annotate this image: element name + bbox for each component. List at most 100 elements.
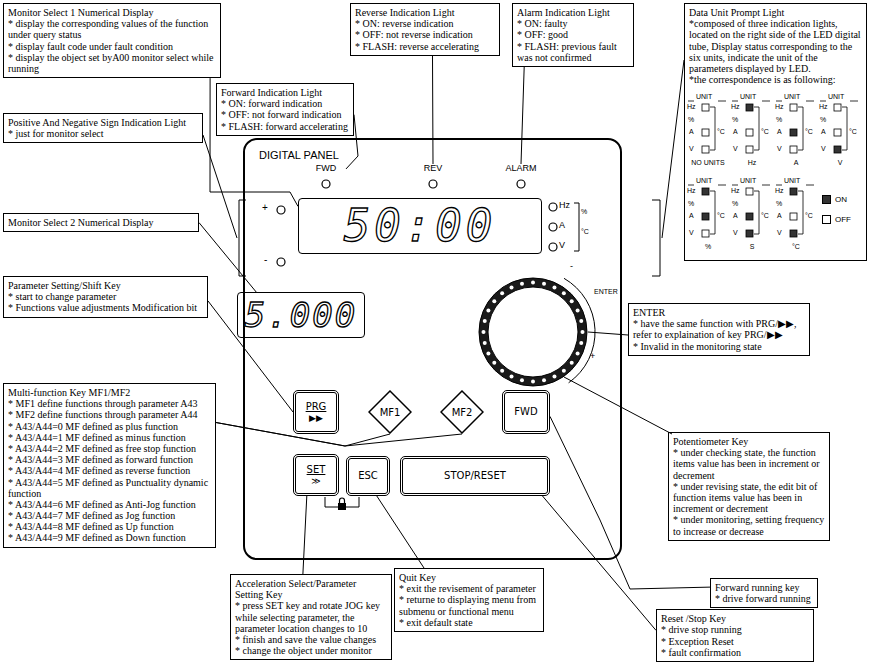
- callout-note: * returne to displaying menu from submen…: [399, 594, 539, 616]
- unit-diagram: [688, 185, 726, 237]
- potentiometer-ring: [479, 278, 587, 386]
- unit-bracket: [574, 203, 579, 251]
- unit-bracket: [776, 185, 814, 234]
- unit-square: [702, 129, 709, 136]
- unit-label: °C: [761, 212, 769, 219]
- lock-shackle: [340, 498, 345, 503]
- unit-label: °C: [717, 128, 725, 135]
- unit-square: [834, 146, 841, 153]
- callout-box: Potentiometer Key* under checking state,…: [668, 432, 830, 541]
- unit-label: °C: [761, 128, 769, 135]
- callout-note: * A43/A44=7 MF defined as Jog function: [8, 510, 211, 521]
- panel-text: 5.000: [245, 298, 357, 332]
- unit-square: [790, 129, 797, 136]
- callout-title: Parameter Setting/Shift Key: [8, 280, 203, 291]
- panel-key: SET≫: [293, 454, 339, 496]
- indicator-lamp: [322, 180, 330, 188]
- leader-line: [564, 377, 672, 434]
- unit-label: UNIT: [740, 177, 756, 184]
- leader-line: [377, 496, 424, 568]
- legend-swatch: [822, 215, 831, 224]
- bracket: [652, 200, 660, 276]
- callout-note: * A43/A44=0 MF defined as plus function: [8, 421, 211, 432]
- unit-square: [746, 230, 753, 237]
- knurl-dot: [492, 299, 496, 303]
- panel-label: -: [264, 255, 267, 265]
- unit-caption: V: [818, 159, 862, 166]
- panel-key: ESC: [346, 456, 390, 496]
- panel-text: ESC: [358, 470, 378, 482]
- callout-note: * drive stop running: [661, 624, 809, 635]
- unit-bracket: [688, 185, 726, 234]
- panel-text: MF2: [452, 407, 473, 418]
- unit-bracket: [688, 101, 726, 150]
- led-display: 5.000: [237, 292, 365, 338]
- panel-label: °C: [581, 228, 589, 235]
- indicator-lamp: [429, 180, 437, 188]
- callout-note: * Invalid in the monitoring state: [633, 341, 805, 352]
- panel-label: A: [559, 221, 565, 230]
- lock-icon: [338, 503, 346, 510]
- unit-label: °C: [849, 128, 857, 135]
- callout-title: Data Unit Prompt Light: [689, 7, 862, 18]
- knurl-dot: [570, 361, 574, 365]
- unit-label: UNIT: [696, 93, 712, 100]
- knurl-dot: [542, 378, 546, 382]
- unit-label: °C: [805, 212, 813, 219]
- unit-caption: Hz: [730, 159, 774, 166]
- panel-text: MF1: [380, 407, 401, 418]
- knurl-dot: [579, 319, 583, 323]
- unit-bracket: [732, 185, 770, 234]
- indicator-lamp: [517, 180, 525, 188]
- unit-caption: °C: [774, 243, 818, 250]
- unit-caption: A: [774, 159, 818, 166]
- callout-note: * Functions value adjustments Modificati…: [8, 302, 203, 313]
- unit-label: Hz: [687, 187, 696, 194]
- callout-note: * under revising state, the edit bit of …: [673, 481, 825, 515]
- unit-caption: S: [730, 243, 774, 250]
- unit-square: [790, 213, 797, 220]
- knurl-dot: [483, 319, 487, 323]
- unit-square: [702, 104, 709, 111]
- callout-note: * A43/A44=4 MF defined as reverse functi…: [8, 465, 211, 476]
- callout-box: Forward running key* drive forward runni…: [710, 578, 818, 608]
- leader-line: [662, 60, 684, 238]
- callout-note: * FLASH: reverse accelerating: [355, 41, 495, 52]
- panel-label: -: [570, 262, 573, 271]
- callout-box: Quit Key* exit the revisement of paramet…: [394, 568, 544, 632]
- callout-note: * have the same function with PRG/▶▶, re…: [633, 318, 805, 340]
- legend-row: ON: [822, 195, 847, 204]
- unit-bracket: [820, 101, 858, 150]
- sign-lamp: [277, 206, 285, 214]
- panel-text: DIGITAL PANEL: [259, 149, 620, 161]
- unit-diagram: [776, 185, 814, 237]
- knurl-dot: [510, 375, 514, 379]
- leader-line: [543, 496, 657, 630]
- callout-note: * display the corresponding values of th…: [8, 18, 216, 40]
- unit-label: V: [689, 145, 694, 152]
- callout-note: * FLASH: forward accelerating: [221, 121, 349, 132]
- knurl-dot: [520, 282, 524, 286]
- callout-note: * A43/A44=8 MF defined as Up function: [8, 521, 211, 532]
- panel-text: ≫: [311, 476, 320, 486]
- unit-square: [746, 213, 753, 220]
- unit-diagram: [688, 101, 726, 153]
- unit-label: Hz: [687, 103, 696, 110]
- unit-label: %: [776, 116, 782, 123]
- knurl-dot: [552, 375, 556, 379]
- callout-title: Monitor Select 2 Numerical Display: [8, 217, 194, 228]
- panel-label: +: [262, 203, 268, 213]
- knurl-dot: [483, 341, 487, 345]
- callout-note: * OFF: good: [517, 29, 629, 40]
- panel-text: STOP/RESET: [444, 470, 506, 482]
- knurl-dot: [552, 285, 556, 289]
- callout-box: ENTER* have the same function with PRG/▶…: [628, 303, 810, 356]
- callout-note: * OFF: not forward indication: [221, 109, 349, 120]
- callout-note: * Exception Reset: [661, 636, 809, 647]
- unit-label: %: [776, 200, 782, 207]
- unit-label: A: [689, 128, 694, 135]
- panel-key: PRG▶▶: [293, 390, 339, 434]
- knurl-dot: [576, 309, 580, 313]
- unit-label: A: [821, 128, 826, 135]
- callout-box: Alarm Indication Light* ON: faulty* OFF:…: [512, 3, 634, 67]
